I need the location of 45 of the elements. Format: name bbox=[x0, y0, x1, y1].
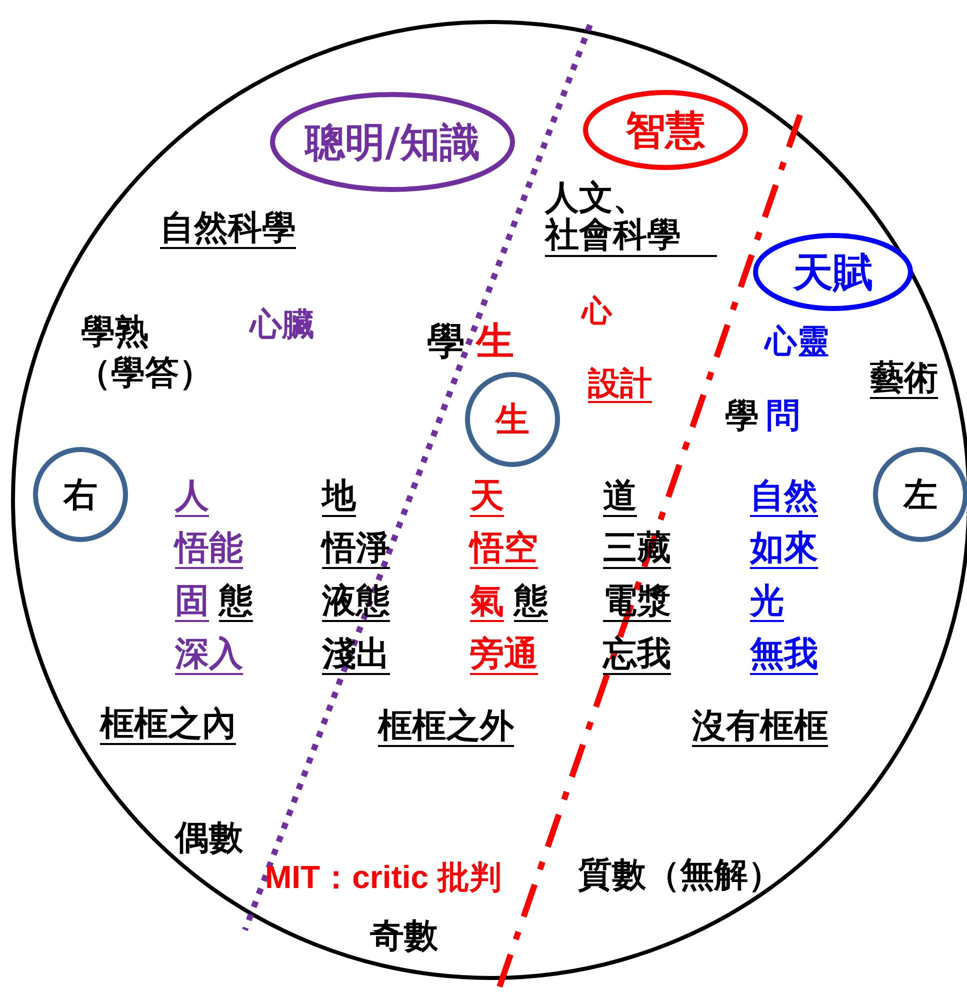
text-label: 氣 bbox=[470, 583, 504, 622]
text-label: 旁通 bbox=[470, 636, 538, 676]
circle-label: 右 bbox=[33, 447, 128, 542]
text-label: MIT：critic 批判 bbox=[265, 858, 502, 896]
text-label: 電漿 bbox=[603, 583, 671, 622]
text-label: 生 bbox=[476, 318, 514, 364]
text-label: 沒有框框 bbox=[692, 708, 828, 748]
text-label: 自然 bbox=[750, 478, 818, 518]
text-label: 無我 bbox=[750, 636, 818, 676]
text-label: 學 bbox=[427, 318, 465, 364]
text-label: 態 bbox=[514, 583, 548, 622]
text-label: 偶數 bbox=[175, 818, 243, 859]
text-label: 光 bbox=[750, 583, 784, 622]
text-label: 忘我 bbox=[603, 636, 671, 676]
text-label: 悟空 bbox=[470, 530, 538, 570]
text-label: 自然科學 bbox=[160, 210, 296, 250]
text-label: 液態 bbox=[322, 583, 390, 622]
text-label: 問 bbox=[766, 396, 800, 437]
text-label: 心臟 bbox=[250, 305, 314, 344]
text-label: 地 bbox=[322, 478, 356, 518]
text-label: 態 bbox=[219, 583, 253, 622]
text-label: 框框之外 bbox=[378, 708, 514, 748]
text-label: 道 bbox=[603, 478, 637, 518]
text-label: 如來 bbox=[750, 530, 818, 570]
ellipse-label: 智慧 bbox=[583, 90, 748, 170]
text-label: 悟淨 bbox=[322, 530, 390, 570]
ellipse-label: 聰明/知識 bbox=[270, 92, 515, 192]
circle-label: 生 bbox=[465, 372, 560, 467]
text-label: 設計 bbox=[588, 366, 652, 404]
text-label: 固 bbox=[175, 583, 209, 622]
text-label: 框框之內 bbox=[100, 706, 236, 746]
text-label: 深入 bbox=[175, 636, 243, 676]
text-label: 學 bbox=[725, 396, 759, 437]
text-label: 心 bbox=[582, 294, 612, 330]
ellipse-label: 天賦 bbox=[753, 233, 913, 311]
text-label: 悟能 bbox=[175, 530, 243, 570]
text-label: 心靈 bbox=[765, 322, 829, 360]
circle-label: 左 bbox=[873, 447, 967, 542]
text-label: 淺出 bbox=[322, 636, 390, 676]
text-label: 奇數 bbox=[370, 916, 438, 957]
text-label: 天 bbox=[470, 478, 504, 518]
text-label: 人文、社會科學 bbox=[545, 180, 717, 257]
text-label: 人 bbox=[175, 478, 209, 518]
text-label: 藝術 bbox=[870, 360, 938, 400]
text-label: 質數（無解） bbox=[578, 855, 782, 896]
